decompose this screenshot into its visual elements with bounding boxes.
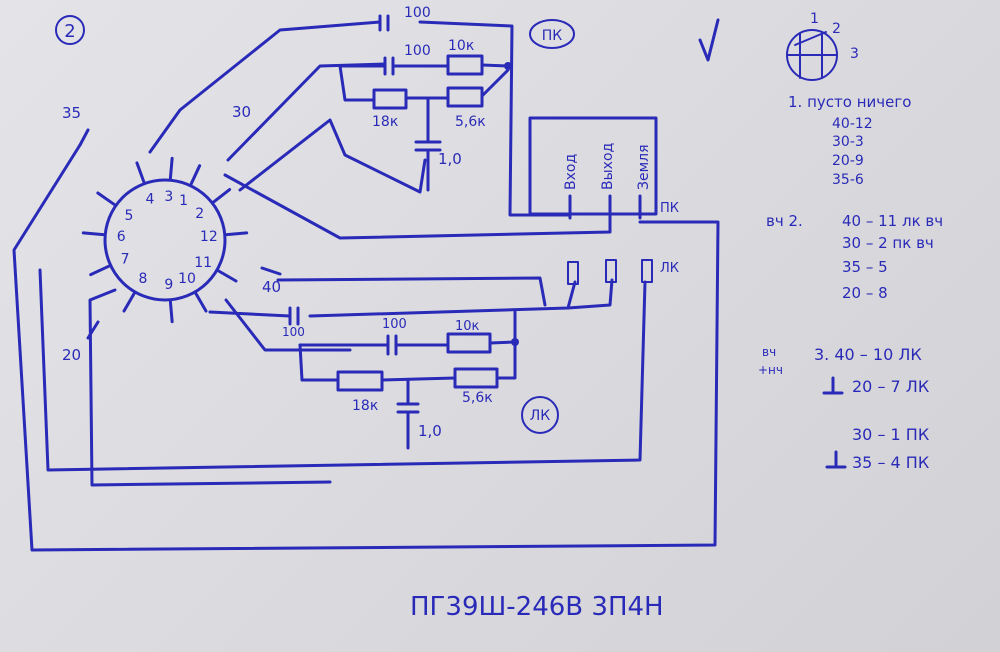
switch-position-icon: 1 2 3 [786,11,859,81]
switch-contact [189,164,202,186]
legend-s2-line: 35 – 5 [842,258,888,276]
icon-number-2: 2 [832,21,841,37]
checkmark-icon [698,18,720,62]
switch-contact [212,188,232,204]
contact-40 [260,266,282,276]
switch-contact [225,231,249,237]
lk-circle [521,396,559,434]
legend-s1-title: 1. пусто ничего [788,93,911,111]
legend-s1-line: 30-3 [832,134,864,150]
legend-s1-line: 35-6 [832,172,864,188]
connector-block: Вход Выход Земля ПК [528,116,679,220]
ground-icon [822,376,844,395]
bottom-res-5-6k-label: 5,6к [462,390,493,406]
pin-ground: Земля [636,144,652,190]
legend-s3-prefix2: +нч [758,363,783,377]
top-cap-outer-label: 100 [404,5,431,21]
switch-contact [81,231,105,237]
switch-pin-number: 2 [195,206,204,222]
switch-contact [135,161,146,184]
contact-35 [78,128,90,147]
bottom-cap-outer-label: 100 [282,325,305,339]
top-cap-1-0-label: 1,0 [438,150,462,168]
switch-pin-number: 1 [179,193,188,209]
lk-mid-label: ЛК [530,408,551,424]
pk-box-label: ПК [660,201,679,216]
top-res-5-6k-label: 5,6к [455,114,486,130]
bottom-rc-network: 100 100 10к 18к 5,6к 1,0 [282,306,519,450]
icon-number-3: 3 [850,46,859,62]
switch-contact [89,264,111,277]
bottom-res-18k-label: 18к [352,398,378,414]
legend-s3-line: 35 – 4 ПК [852,453,930,472]
switch-contact [122,292,136,313]
label-20: 20 [62,346,81,364]
switch-contact [168,156,174,180]
bottom-connector-pins: ЛК [567,259,679,285]
switch-pin-number: 8 [139,271,148,287]
switch-pin-number: 10 [178,271,196,287]
switch-pin-number: 9 [164,277,173,293]
pk-top-circle [529,19,575,49]
switch-pin-number: 3 [164,189,173,205]
legend-s2-line: 30 – 2 пк вч [842,234,934,252]
page-number-circle [55,15,85,45]
legend: 1. пусто ничего 40-12 30-3 20-9 35-6 вч … [758,93,943,472]
icon-number-1: 1 [810,11,819,27]
label-35: 35 [62,104,81,122]
label-40: 40 [262,278,281,296]
switch-pin-number: 12 [200,229,218,245]
switch-pin-number: 5 [124,208,133,224]
switch-contact [194,292,208,313]
legend-s2-line: 20 – 8 [842,284,888,302]
switch-contact [217,269,238,283]
top-res-10k-label: 10к [448,38,474,54]
legend-s3-line: 20 – 7 ЛК [852,377,930,396]
pin-input: Вход [563,154,579,190]
switch-pin-number: 6 [117,229,126,245]
legend-s2-prefix: вч 2. [766,212,803,230]
top-rc-network: 100 100 10к 18к 5,6к 1,0 [338,5,512,192]
pk-top-label: ПК [542,28,563,44]
switch-body [103,178,227,302]
top-res-18k-label: 18к [372,114,398,130]
drawing-title: ПГ39Ш-246В 3П4Н [410,592,664,622]
legend-s3-prefix: вч [762,345,776,359]
lk-side-label: ЛК [660,261,679,276]
bottom-cap-inner-label: 100 [382,317,407,332]
switch-pin-number: 11 [194,255,212,271]
bottom-res-10k-label: 10к [455,319,480,334]
switch-contact [168,300,174,324]
label-30: 30 [232,103,251,121]
legend-s3-line: 30 – 1 ПК [852,425,930,444]
legend-s1-line: 40-12 [832,116,873,132]
page-number: 2 [64,21,75,42]
ground-icon [825,450,847,469]
switch-contact [96,191,116,206]
legend-s2-line: 40 – 11 лк вч [842,212,943,230]
pin-output: Выход [600,143,616,190]
top-cap-inner-label: 100 [404,43,431,59]
legend-s1-line: 20-9 [832,153,864,169]
switch-pin-number: 7 [121,252,130,268]
switch-pin-number: 4 [145,192,154,208]
legend-s3-line: 3. 40 – 10 ЛК [814,345,922,364]
bottom-cap-1-0-label: 1,0 [418,422,442,440]
